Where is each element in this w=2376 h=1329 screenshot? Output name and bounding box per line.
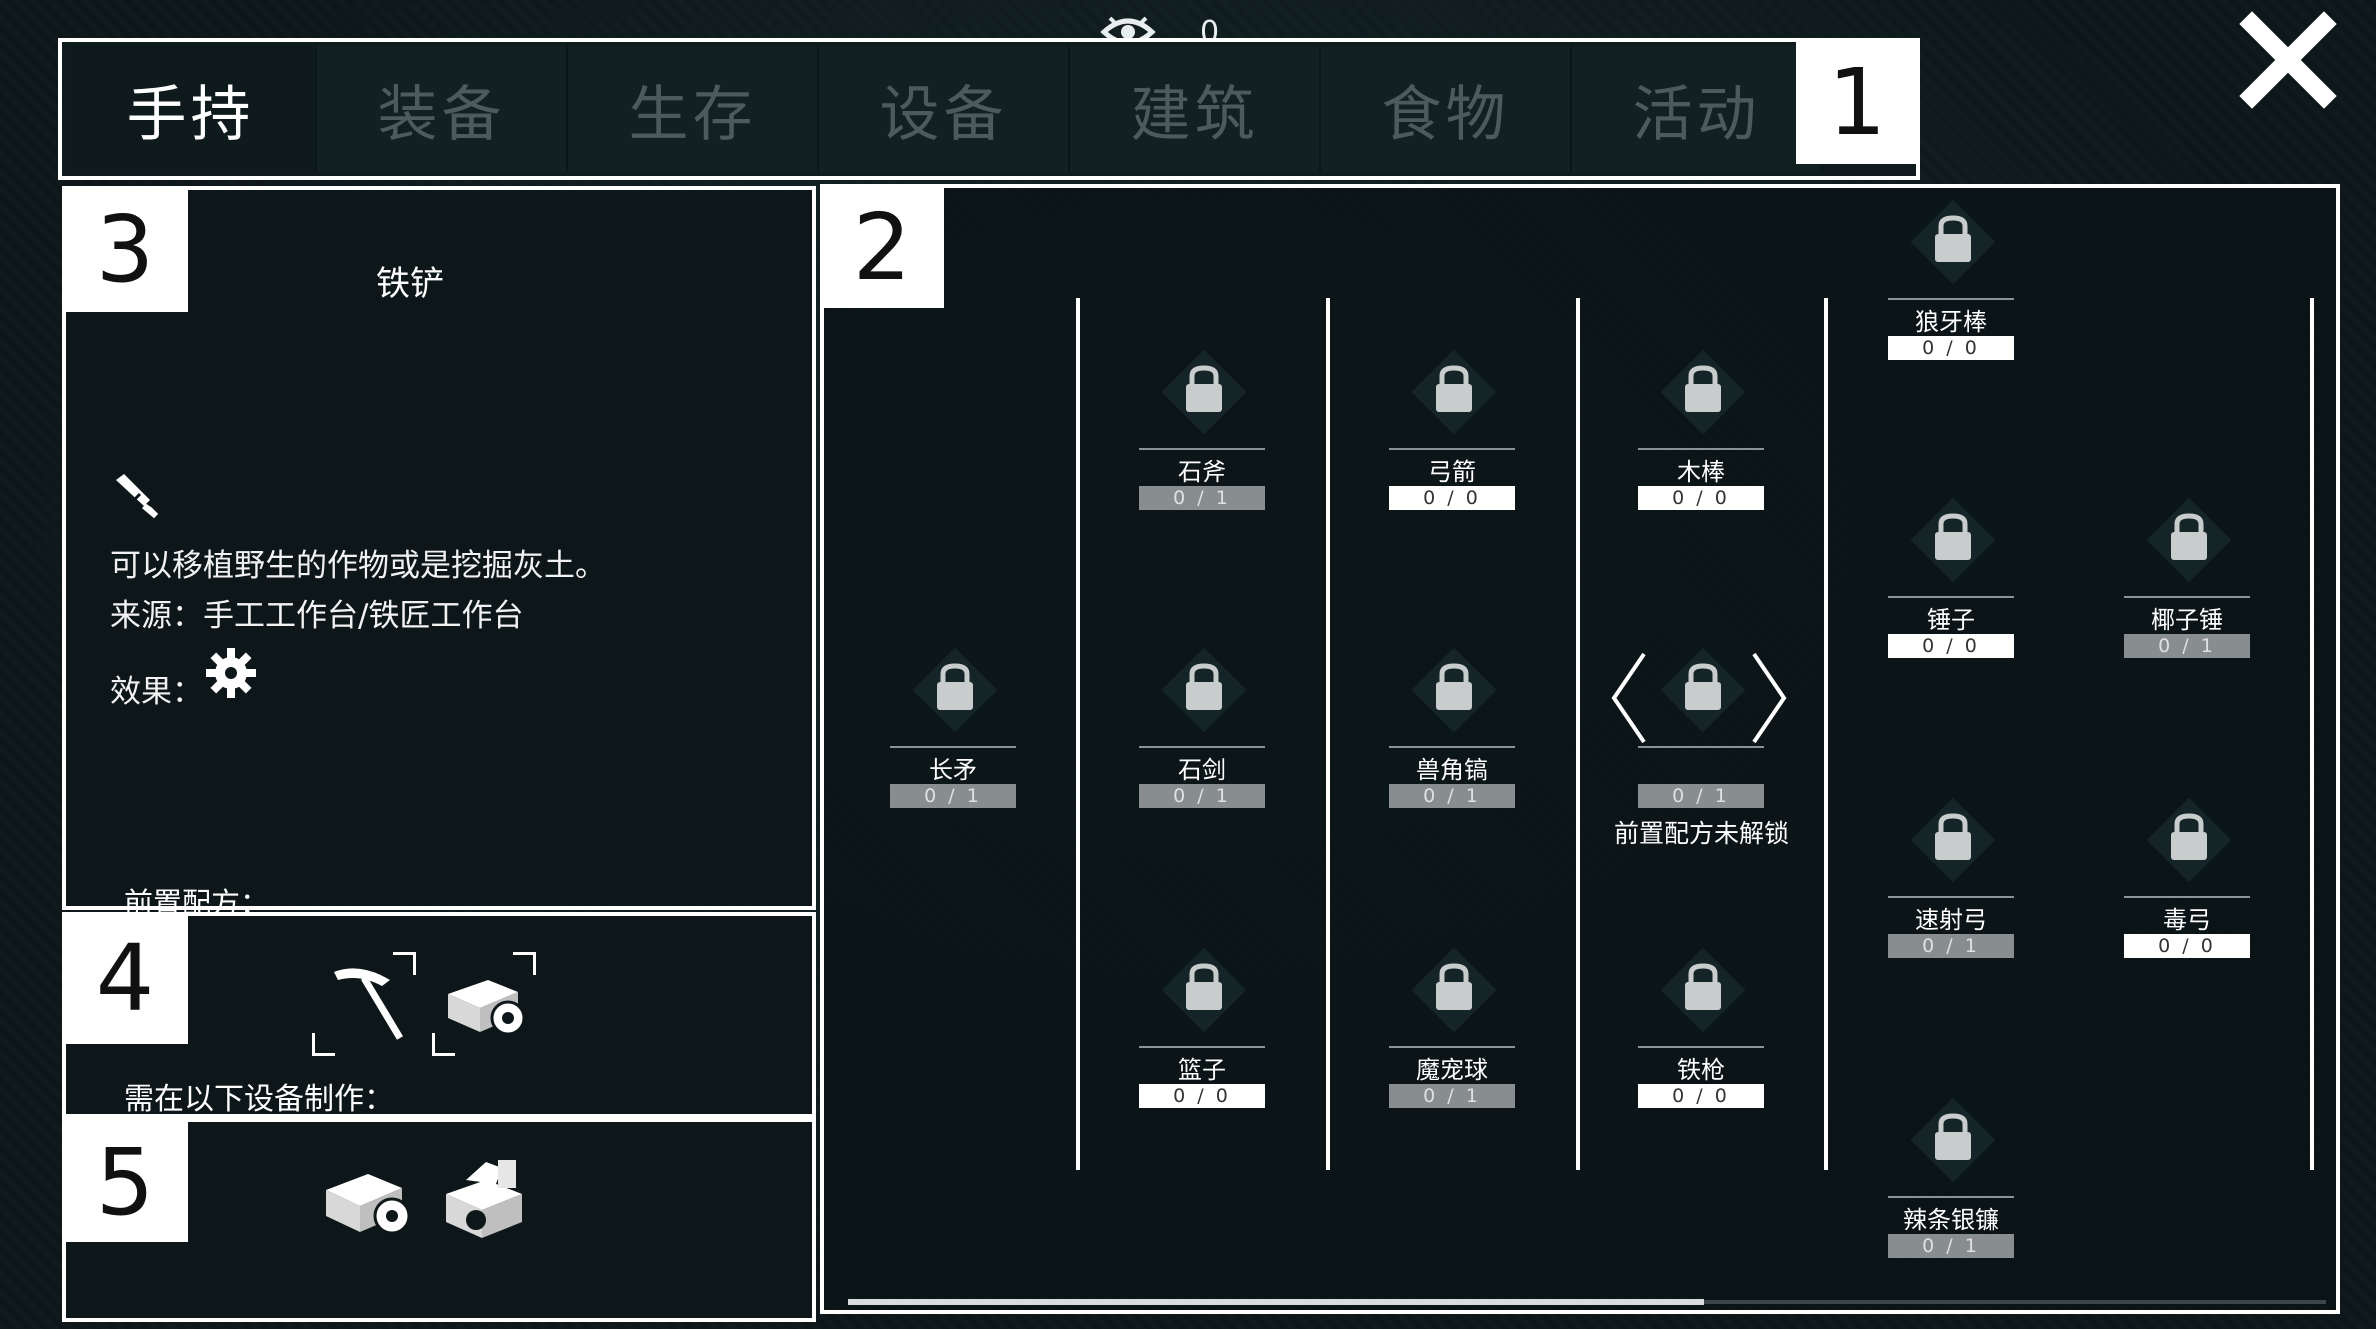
annotation-badge-5: 5: [62, 1122, 188, 1242]
recipe-count: 0 / 1: [1389, 784, 1515, 808]
recipe-name: 魔宠球: [1416, 1056, 1488, 1084]
locked-icon: [1186, 963, 1222, 1010]
tier-divider: [1576, 298, 1580, 1170]
locked-icon: [1685, 663, 1721, 710]
tier-divider: [1326, 298, 1330, 1170]
gear-icon: [206, 648, 256, 698]
recipe-count: 0 / 0: [1139, 1084, 1265, 1108]
category-tabs: 手持 装备 生存 设备 建筑 食物 活动: [66, 46, 1823, 172]
tier-divider: [2310, 298, 2314, 1170]
recipe-count: 0 / 0: [2124, 934, 2250, 958]
prereq-slot-pickaxe[interactable]: [312, 952, 416, 1056]
locked-icon: [1935, 513, 1971, 560]
recipe-count: 0 / 1: [1638, 784, 1764, 808]
tab-equipment[interactable]: 装备: [317, 46, 568, 172]
recipe-name: 石斧: [1178, 458, 1226, 486]
annotation-badge-4: 4: [62, 912, 188, 1044]
recipe-count: 0 / 0: [1638, 486, 1764, 510]
recipe-name: 长矛: [929, 756, 977, 784]
recipe-count: 0 / 0: [1638, 1084, 1764, 1108]
tier-divider: [1824, 298, 1828, 1170]
locked-icon: [1436, 963, 1472, 1010]
recipe-name: 兽角镐: [1416, 756, 1488, 784]
item-description: 可以移植野生的作物或是挖掘灰土。: [110, 548, 606, 584]
recipe-name: 辣条银镰: [1903, 1206, 1999, 1234]
recipe-count: 0 / 0: [1888, 634, 2014, 658]
recipe-count: 0 / 1: [1888, 1234, 2014, 1258]
chevron-left-icon: [1611, 652, 1646, 744]
close-icon: [2239, 11, 2337, 109]
horizontal-scrollbar-thumb[interactable]: [848, 1299, 1704, 1305]
locked-icon: [1935, 215, 1971, 262]
locked-icon: [1685, 365, 1721, 412]
station-handcraft-workbench[interactable]: [318, 1150, 414, 1246]
station-blacksmith-workbench[interactable]: [436, 1150, 532, 1246]
tab-devices[interactable]: 设备: [819, 46, 1070, 172]
locked-icon: [1186, 663, 1222, 710]
recipe-name: 椰子锤: [2151, 606, 2223, 634]
recipe-count: 0 / 1: [1389, 1084, 1515, 1108]
recipe-count: 0 / 1: [890, 784, 1016, 808]
item-info-panel: [62, 186, 816, 910]
recipe-name: 毒弓: [2163, 906, 2211, 934]
tool-category-icon: [116, 474, 159, 519]
locked-icon: [2171, 813, 2207, 860]
recipe-name: 锤子: [1927, 606, 1975, 634]
locked-icon: [937, 663, 973, 710]
close-button[interactable]: [2238, 10, 2338, 110]
recipe-count: 0 / 1: [1139, 784, 1265, 808]
locked-icon: [1935, 813, 1971, 860]
locked-icon: [1186, 365, 1222, 412]
recipe-name: 铁枪: [1677, 1056, 1725, 1084]
locked-icon: [1935, 1113, 1971, 1160]
next-arrow-button[interactable]: [1750, 648, 1790, 748]
recipe-count: 0 / 1: [2124, 634, 2250, 658]
annotation-badge-3: 3: [62, 186, 188, 312]
workbench-icon: [326, 1174, 411, 1235]
prereq-slot-workbench[interactable]: [432, 952, 536, 1056]
recipe-tree-panel: [820, 184, 2340, 1314]
effect-label: 效果：: [110, 674, 203, 710]
recipe-count: 0 / 0: [1888, 336, 2014, 360]
item-source: 来源：手工工作台/铁匠工作台: [110, 598, 524, 634]
category-tab-bar: 手持 装备 生存 设备 建筑 食物 活动: [58, 38, 1920, 180]
locked-icon: [1436, 663, 1472, 710]
locked-icon: [1436, 365, 1472, 412]
item-title: 铁铲: [376, 264, 444, 304]
recipe-name: 篮子: [1178, 1056, 1226, 1084]
recipe-name: 石剑: [1178, 756, 1226, 784]
tier-divider: [1076, 298, 1080, 1170]
anvil-workbench-icon: [446, 1160, 522, 1238]
tab-building[interactable]: 建筑: [1070, 46, 1321, 172]
workbench-icon: [448, 980, 526, 1036]
recipe-count: 0 / 1: [1888, 934, 2014, 958]
recipe-name: 木棒: [1677, 458, 1725, 486]
tab-survival[interactable]: 生存: [568, 46, 819, 172]
annotation-badge-2: 2: [820, 186, 944, 308]
recipe-count: 0 / 1: [1139, 486, 1265, 510]
tab-food[interactable]: 食物: [1321, 46, 1572, 172]
prev-arrow-button[interactable]: [1608, 648, 1648, 748]
locked-icon: [2171, 513, 2207, 560]
tab-activity[interactable]: 活动: [1572, 46, 1823, 172]
pickaxe-icon: [334, 968, 404, 1040]
tab-handheld[interactable]: 手持: [66, 46, 317, 172]
craft-station-label: 需在以下设备制作：: [124, 1082, 394, 1117]
chevron-right-icon: [1752, 652, 1787, 744]
recipe-name: 狼牙棒: [1915, 308, 1987, 336]
recipe-name: 速射弓: [1915, 906, 1987, 934]
annotation-badge-1: 1: [1796, 40, 1918, 164]
recipe-name: 弓箭: [1428, 458, 1476, 486]
recipe-count: 0 / 0: [1389, 486, 1515, 510]
locked-prerequisite-text: 前置配方未解锁: [1614, 819, 1790, 848]
locked-icon: [1685, 963, 1721, 1010]
